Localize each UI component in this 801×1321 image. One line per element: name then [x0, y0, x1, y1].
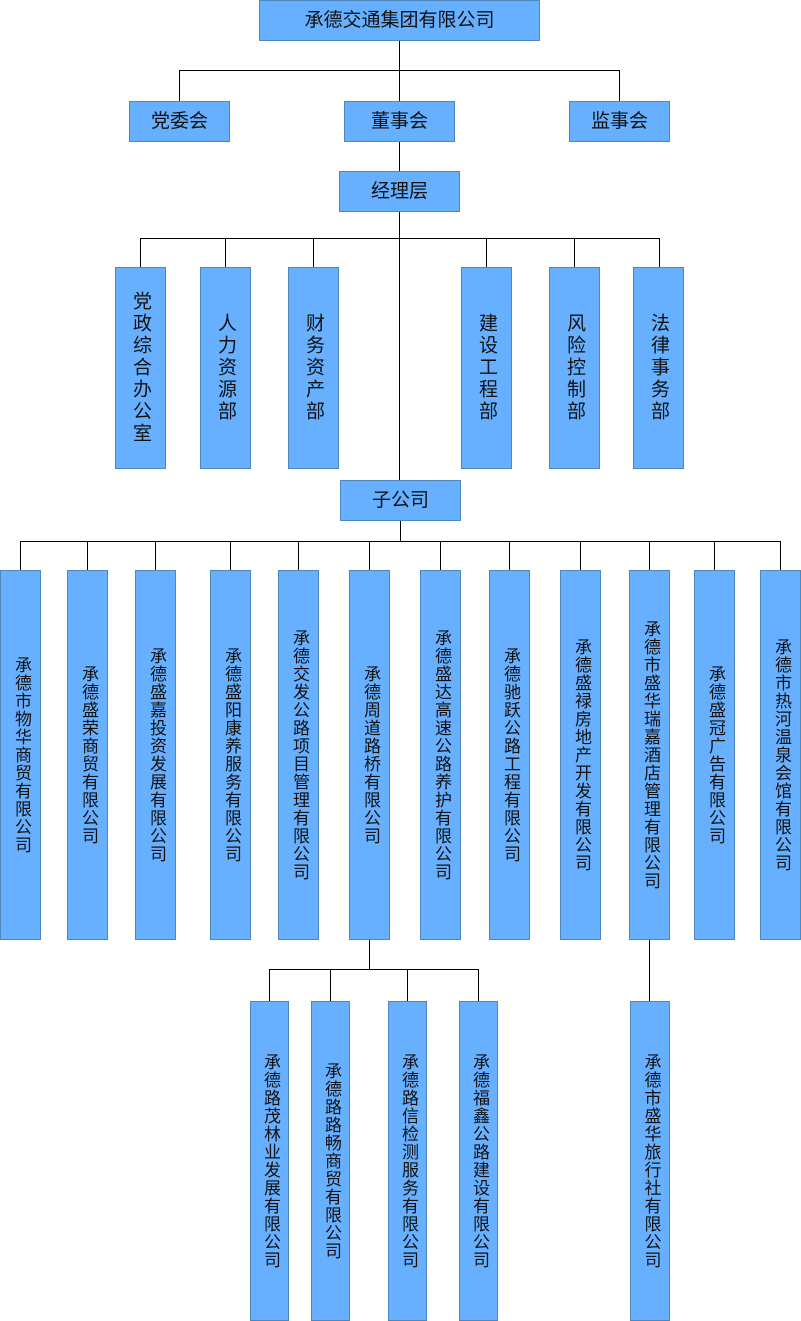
board-of-directors-box: 董事会: [344, 101, 455, 142]
subsidiary-box: 承德盛阳康养服务有限公司: [210, 570, 251, 940]
subsidiary-header-box: 子公司: [340, 480, 461, 521]
root-company-box: 承德交通集团有限公司: [259, 0, 540, 41]
sub-subsidiary-box: 承德路茂林业发展有限公司: [250, 1001, 289, 1321]
department-box: 人力资源部: [200, 267, 251, 469]
subsidiary-box: 承德盛嘉投资发展有限公司: [135, 570, 176, 940]
supervisory-board-box: 监事会: [569, 101, 670, 142]
sub-subsidiary-box: 承德市盛华旅行社有限公司: [630, 1001, 670, 1321]
subsidiary-box: 承德市物华商贸有限公司: [0, 570, 41, 940]
subsidiary-box: 承德周道路桥有限公司: [349, 570, 390, 940]
department-box: 风险控制部: [549, 267, 600, 469]
department-box: 财务资产部: [288, 267, 339, 469]
sub-subsidiary-box: 承德路路畅商贸有限公司: [311, 1001, 350, 1321]
subsidiary-box: 承德盛禄房地产开发有限公司: [560, 570, 601, 940]
subsidiary-box: 承德交发公路项目管理有限公司: [278, 570, 319, 940]
department-box: 法律事务部: [633, 267, 684, 469]
party-committee-box: 党委会: [129, 101, 230, 142]
subsidiary-box: 承德市盛华瑞嘉酒店管理有限公司: [629, 570, 670, 940]
management-box: 经理层: [339, 171, 460, 212]
sub-subsidiary-box: 承德福鑫公路建设有限公司: [459, 1001, 498, 1321]
sub-subsidiary-box: 承德路信检测服务有限公司: [388, 1001, 427, 1321]
subsidiary-box: 承德盛冠广告有限公司: [694, 570, 735, 940]
department-box: 党政综合办公室: [115, 267, 166, 469]
department-box: 建设工程部: [461, 267, 512, 469]
subsidiary-box: 承德盛达高速公路养护有限公司: [420, 570, 461, 940]
subsidiary-box: 承德驰跃公路工程有限公司: [489, 570, 530, 940]
subsidiary-box: 承德市热河温泉会馆有限公司: [760, 570, 801, 940]
subsidiary-box: 承德盛荣商贸有限公司: [67, 570, 108, 940]
